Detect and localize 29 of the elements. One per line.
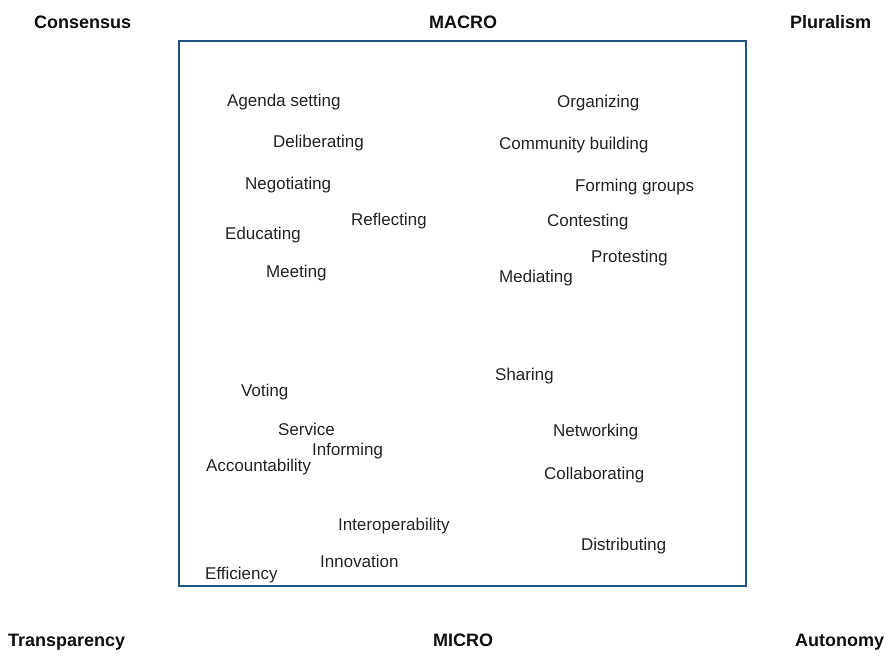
activity-label: Protesting bbox=[591, 246, 668, 268]
activity-label: Agenda setting bbox=[227, 90, 340, 112]
activity-label: Networking bbox=[553, 420, 638, 442]
activity-label: Interoperability bbox=[338, 514, 450, 536]
axis-label: MACRO bbox=[429, 11, 497, 33]
axis-label: Pluralism bbox=[790, 11, 871, 33]
activity-label: Forming groups bbox=[575, 175, 694, 197]
activity-label: Contesting bbox=[547, 210, 628, 232]
activity-label: Collaborating bbox=[544, 463, 644, 485]
activity-label: Educating bbox=[225, 223, 301, 245]
axis-label: Consensus bbox=[34, 11, 132, 33]
activity-label: Sharing bbox=[495, 364, 554, 386]
activity-label: Voting bbox=[241, 380, 288, 402]
activity-label: Efficiency bbox=[205, 563, 278, 585]
activity-label: Community building bbox=[499, 133, 648, 155]
activity-label: Organizing bbox=[557, 91, 640, 113]
activity-label: Meeting bbox=[266, 261, 326, 283]
activity-label: Innovation bbox=[320, 551, 398, 573]
activity-label: Deliberating bbox=[273, 131, 364, 153]
activity-label: Reflecting bbox=[351, 209, 427, 231]
axis-label: Autonomy bbox=[795, 629, 884, 651]
activity-label: Distributing bbox=[581, 534, 666, 556]
axis-label: Transparency bbox=[8, 629, 126, 651]
activity-label: Service bbox=[278, 419, 335, 441]
activity-label: Accountability bbox=[206, 455, 311, 477]
activity-label: Negotiating bbox=[245, 173, 332, 195]
activity-label: Mediating bbox=[499, 266, 573, 288]
activity-label: Informing bbox=[312, 439, 383, 461]
axis-label: MICRO bbox=[433, 629, 493, 651]
